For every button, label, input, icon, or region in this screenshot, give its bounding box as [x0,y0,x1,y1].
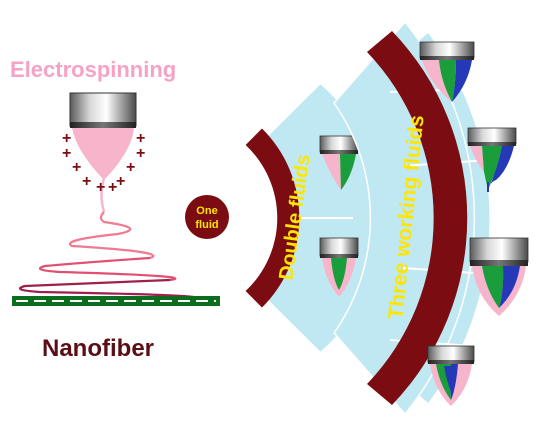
fiber-spiral [18,211,197,300]
plus-charge-icon: + [126,159,135,176]
three-fluids-panel: Three working fluids [333,20,529,416]
one-fluid-badge: One fluid [185,195,229,239]
plus-charge-icon: + [116,173,125,190]
three-fluid-nozzle-icon [427,345,475,406]
one-fluid-line2: fluid [195,219,218,231]
plus-charge-icon: + [136,145,145,162]
three-fluid-nozzle-icon [419,41,475,102]
title-electrospinning: Electrospinning [10,57,176,82]
collector [12,296,220,306]
charges: + + + + + + + + + + [62,130,145,196]
plus-charge-icon: + [108,179,117,196]
single-nozzle-icon [69,92,137,213]
one-fluid-line1: One [196,205,217,217]
plus-charge-icon: + [72,159,81,176]
plus-charge-icon: + [62,130,71,147]
double-fluid-nozzle-icon [319,135,359,190]
double-fluids-panel: Double fluids [245,82,383,354]
plus-charge-icon: + [82,173,91,190]
three-fluid-nozzle-icon [469,237,529,316]
label-nanofiber: Nanofiber [42,335,154,362]
plus-charge-icon: + [62,145,71,162]
plus-charge-icon: + [136,130,145,147]
plus-charge-icon: + [96,179,105,196]
three-fluid-nozzle-icon [467,127,517,192]
double-fluid-nozzle-icon [319,237,359,297]
